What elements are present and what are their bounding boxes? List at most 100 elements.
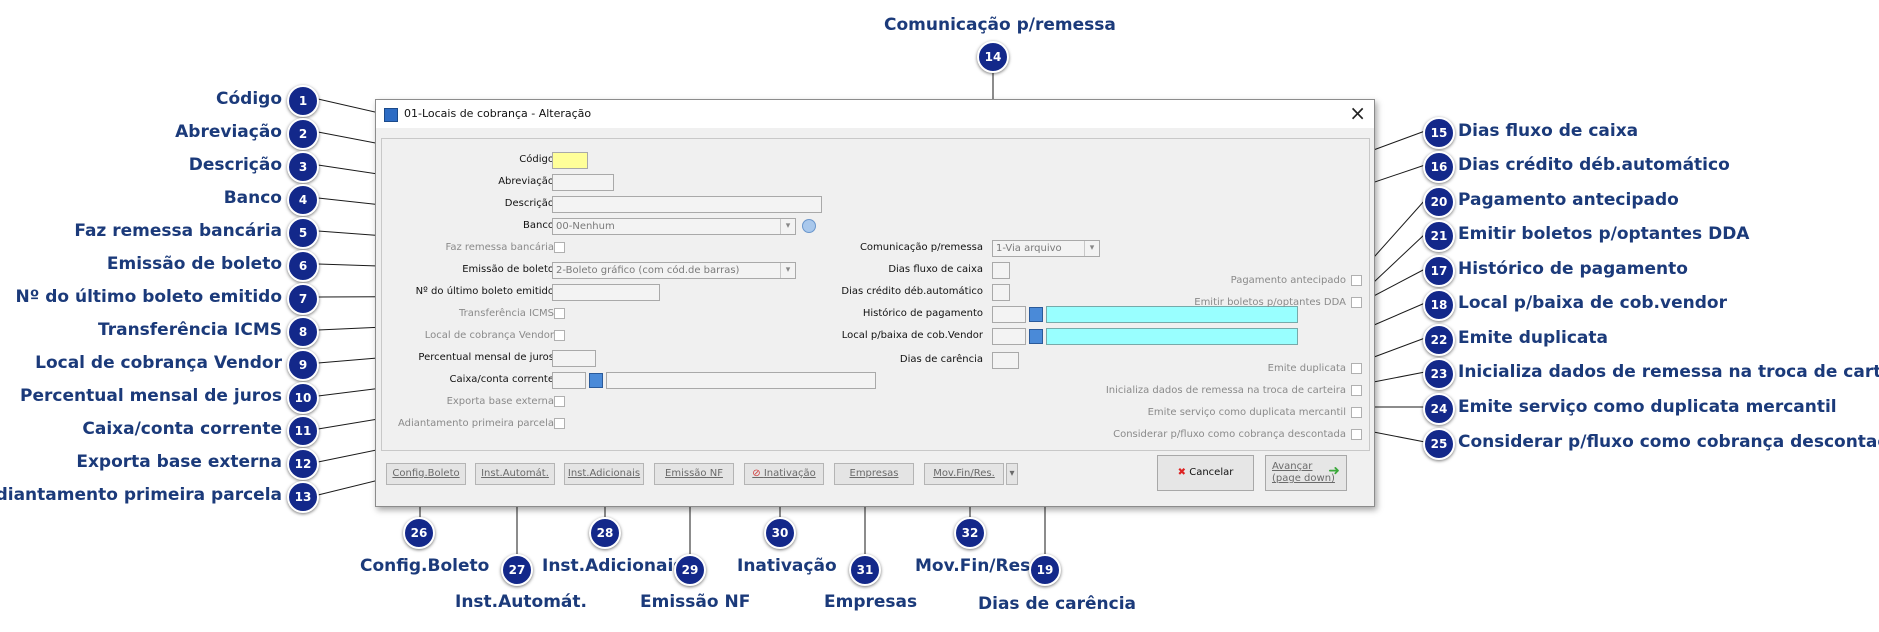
ultimo-boleto-input[interactable] <box>552 284 660 301</box>
codigo-input[interactable] <box>552 152 588 169</box>
config-boleto-button[interactable]: Config.Boleto <box>386 463 466 485</box>
callout-badge-15: 15 <box>1423 117 1455 149</box>
callout-label-11: Caixa/conta corrente <box>82 419 282 439</box>
callout-label-17: Histórico de pagamento <box>1458 259 1688 279</box>
cancel-button[interactable]: ✖ Cancelar <box>1157 455 1254 491</box>
abreviacao-input[interactable] <box>552 174 614 191</box>
faz-remessa-label: Faz remessa bancária <box>445 242 554 253</box>
considerar-fluxo-checkbox[interactable] <box>1351 429 1362 440</box>
callout-label-4: Banco <box>223 188 282 208</box>
chevron-down-icon: ▾ <box>780 219 795 234</box>
callout-label-8: Transferência ICMS <box>97 320 282 340</box>
search-icon[interactable] <box>1029 329 1043 344</box>
pagamento-antecipado-checkbox[interactable] <box>1351 275 1362 286</box>
ultimo-boleto-label: Nº do último boleto emitido <box>415 286 554 297</box>
caixa-conta-input[interactable] <box>552 372 586 389</box>
comunicacao-label: Comunicação p/remessa <box>859 242 983 253</box>
dias-credito-input[interactable] <box>992 284 1010 301</box>
banco-select[interactable]: 00-Nenhum ▾ <box>552 218 796 235</box>
callout-label-14: Comunicação p/remessa <box>884 15 1116 35</box>
inst-automat-button[interactable]: Inst.Automát. <box>475 463 555 485</box>
dias-fluxo-input[interactable] <box>992 262 1010 279</box>
emite-servico-checkbox[interactable] <box>1351 407 1362 418</box>
callout-badge-1: 1 <box>287 85 319 117</box>
callout-label-7: Nº do último boleto emitido <box>15 287 283 307</box>
callout-label-30: Inativação <box>737 556 837 576</box>
callout-badge-27: 27 <box>501 554 533 586</box>
inicializa-remessa-checkbox[interactable] <box>1351 385 1362 396</box>
local-baixa-vendor-input[interactable] <box>992 328 1026 345</box>
chevron-down-icon[interactable]: ▾ <box>1006 463 1018 485</box>
callout-label-25: Considerar p/fluxo como cobrança descont… <box>1458 432 1879 452</box>
dialog-window: 01-Locais de cobrança - Alteração × Códi… <box>375 99 1375 507</box>
emite-servico-label: Emite serviço como duplicata mercantil <box>1147 407 1346 418</box>
empresas-button[interactable]: Empresas <box>834 463 914 485</box>
callout-label-23: Inicializa dados de remessa na troca de … <box>1458 362 1879 382</box>
emitir-dda-label: Emitir boletos p/optantes DDA <box>1194 297 1346 308</box>
mov-fin-button[interactable]: Mov.Fin/Res. <box>924 463 1004 485</box>
callout-label-13: Adiantamento primeira parcela <box>0 485 282 505</box>
inativacao-button[interactable]: ⊘ Inativação <box>744 463 824 485</box>
arrow-right-icon: ➜ <box>1328 463 1340 479</box>
banco-value: 00-Nenhum <box>556 221 615 232</box>
local-baixa-vendor-label: Local p/baixa de cob.Vendor <box>841 330 983 341</box>
form-group: Código Abreviação Descrição Banco 00-Nen… <box>381 138 1370 451</box>
dias-carencia-label: Dias de carência <box>899 354 983 365</box>
callout-badge-11: 11 <box>287 415 319 447</box>
callout-badge-23: 23 <box>1423 358 1455 390</box>
historico-pagamento-input[interactable] <box>992 306 1026 323</box>
callout-label-29: Emissão NF <box>640 592 751 612</box>
search-icon[interactable] <box>1029 307 1043 322</box>
help-icon[interactable] <box>802 219 816 233</box>
callout-label-16: Dias crédito déb.automático <box>1458 155 1730 175</box>
close-icon[interactable]: × <box>1349 101 1366 125</box>
comunicacao-select[interactable]: 1-Via arquivo▾ <box>992 240 1100 257</box>
local-baixa-vendor-description <box>1046 328 1298 345</box>
callout-badge-17: 17 <box>1423 255 1455 287</box>
descricao-input[interactable] <box>552 196 822 213</box>
exporta-base-label: Exporta base externa <box>446 396 554 407</box>
emissao-nf-button[interactable]: Emissão NF <box>654 463 734 485</box>
callout-badge-18: 18 <box>1423 289 1455 321</box>
callout-badge-2: 2 <box>287 118 319 150</box>
local-vendor-checkbox[interactable] <box>554 330 565 341</box>
codigo-label: Código <box>519 154 554 165</box>
exporta-base-checkbox[interactable] <box>554 396 565 407</box>
caixa-conta-description <box>606 372 876 389</box>
callout-badge-4: 4 <box>287 184 319 216</box>
inicializa-remessa-label: Inicializa dados de remessa na troca de … <box>1105 385 1346 396</box>
callout-badge-14: 14 <box>977 41 1009 73</box>
dias-credito-label: Dias crédito déb.automático <box>841 286 983 297</box>
callout-label-27: Inst.Automát. <box>455 592 587 612</box>
percentual-juros-label: Percentual mensal de juros <box>418 352 554 363</box>
dias-fluxo-label: Dias fluxo de caixa <box>888 264 983 275</box>
callout-badge-9: 9 <box>287 349 319 381</box>
emite-duplicata-label: Emite duplicata <box>1267 363 1346 374</box>
historico-pagamento-label: Histórico de pagamento <box>862 308 983 319</box>
emissao-boleto-label: Emissão de boleto <box>462 264 554 275</box>
callout-label-12: Exporta base externa <box>76 452 282 472</box>
historico-pagamento-description <box>1046 306 1298 323</box>
percentual-juros-input[interactable] <box>552 350 596 367</box>
faz-remessa-checkbox[interactable] <box>554 242 565 253</box>
emitir-dda-checkbox[interactable] <box>1351 297 1362 308</box>
dias-carencia-input[interactable] <box>992 352 1019 369</box>
search-icon[interactable] <box>589 373 603 388</box>
callout-label-22: Emite duplicata <box>1458 328 1608 348</box>
callout-label-24: Emite serviço como duplicata mercantil <box>1458 397 1837 417</box>
next-label: Avançar <box>1272 461 1313 472</box>
transferencia-icms-checkbox[interactable] <box>554 308 565 319</box>
callout-badge-8: 8 <box>287 316 319 348</box>
inativacao-label: Inativação <box>763 468 816 479</box>
callout-label-5: Faz remessa bancária <box>74 221 282 241</box>
emite-duplicata-checkbox[interactable] <box>1351 363 1362 374</box>
callout-label-3: Descrição <box>188 155 282 175</box>
callout-label-28: Inst.Adicionais <box>542 556 684 576</box>
callout-label-1: Código <box>216 89 282 109</box>
caixa-conta-label: Caixa/conta corrente <box>449 374 555 385</box>
inst-adicionais-button[interactable]: Inst.Adicionais <box>564 463 644 485</box>
next-button[interactable]: Avançar (page down) ➜ <box>1265 455 1347 491</box>
adiantamento-checkbox[interactable] <box>554 418 565 429</box>
callout-label-26: Config.Boleto <box>360 556 490 576</box>
emissao-boleto-select[interactable]: 2-Boleto gráfico (com cód.de barras)▾ <box>552 262 796 279</box>
